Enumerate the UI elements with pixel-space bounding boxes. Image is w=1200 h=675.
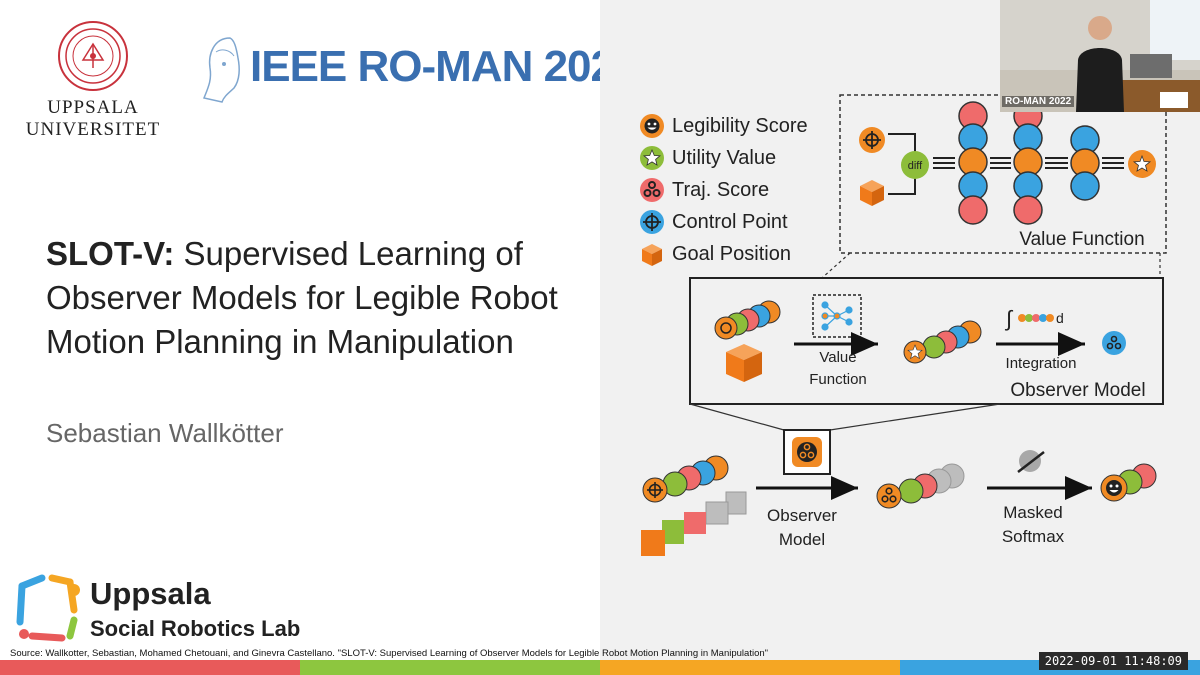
- om-utility-points: [903, 320, 982, 364]
- observer-model-box: [689, 277, 1164, 405]
- vf-output-utility: [1128, 150, 1156, 178]
- om-input-points: [714, 300, 781, 340]
- title-rest: Supervised Learning of Observer Models f…: [46, 235, 558, 360]
- neural-layer-2: [1013, 101, 1043, 225]
- university-name-line1: UPPSALA: [47, 97, 139, 118]
- observer-model-title: Observer Model: [1010, 380, 1145, 401]
- integral-suffix: d: [1056, 310, 1064, 326]
- webcam-label: RO-MAN 2022: [1002, 96, 1075, 107]
- om-value-function-line2: Function: [809, 371, 867, 388]
- diff-node: [901, 151, 929, 179]
- source-citation: Source: Wallkotter, Sebastian, Mohamed C…: [10, 648, 769, 659]
- slide-left-panel: UPPSALA UNIVERSITET IEEE RO-MAN 2022 SLO…: [12, 20, 639, 647]
- om-output-traj: [1102, 331, 1126, 355]
- vf-goal-input: [860, 180, 884, 206]
- pipeline-legibility-scores: [1100, 463, 1157, 502]
- star-icon: [640, 146, 664, 170]
- video-timestamp: 2022-09-01 11:48:09: [1038, 652, 1188, 670]
- title-bold: SLOT-V:: [46, 235, 175, 272]
- smiley-icon: [640, 114, 664, 138]
- integral-mini-points: [1018, 314, 1054, 322]
- integration-label: Integration: [1006, 355, 1077, 372]
- dense-connections: [933, 157, 1124, 169]
- author-name: Sebastian Wallkötter: [46, 418, 284, 448]
- trajectory-icon: [640, 178, 664, 202]
- vf-control-point-input: [859, 127, 885, 153]
- footer-bar-green: [300, 660, 600, 675]
- robot-face-icon: [202, 37, 240, 103]
- legend-label-control-point: Control Point: [672, 211, 788, 233]
- university-name-line2: UNIVERSITET: [25, 119, 161, 140]
- observer-label-line1: Observer: [767, 506, 837, 525]
- uppsala-seal-icon: [58, 21, 128, 91]
- om-goal-cube: [726, 344, 762, 382]
- legend-label-traj-score: Traj. Score: [672, 179, 770, 201]
- slide-title: SLOT-V: Supervised Learning of Observer …: [46, 232, 586, 364]
- lab-name-line1: Uppsala: [90, 576, 211, 611]
- crosshair-icon: [640, 210, 664, 234]
- neural-layer-1: [958, 101, 988, 225]
- lab-name-line2: Social Robotics Lab: [90, 616, 301, 641]
- pipeline-input-points: [642, 455, 729, 503]
- network-icon: [821, 301, 853, 331]
- footer-bar-red: [0, 660, 300, 675]
- ieee-roman-logo: IEEE RO-MAN 2022: [200, 32, 638, 112]
- cube-icon: [642, 244, 662, 266]
- masked-icon: [1017, 450, 1045, 473]
- uppsala-university-logo: UPPSALA UNIVERSITET: [18, 20, 168, 141]
- om-value-function-line1: Value: [819, 349, 856, 366]
- legend-label-goal-position: Goal Position: [672, 243, 791, 265]
- slot-v-diagram: diff Value Function: [641, 94, 1167, 556]
- presenter-webcam: RO-MAN 2022: [1000, 0, 1200, 112]
- footer-bar-orange: [600, 660, 900, 675]
- pipeline-traj-scores: [876, 463, 965, 509]
- legend-label-utility: Utility Value: [672, 147, 777, 169]
- pipeline-goal-cubes: [641, 491, 747, 556]
- conference-title: IEEE RO-MAN 2022: [250, 42, 638, 91]
- neural-layer-3: [1070, 125, 1100, 201]
- legend-label-legibility: Legibility Score: [672, 115, 808, 137]
- presenter-video-feed: [1000, 0, 1200, 112]
- social-robotics-lab-logo: Uppsala Social Robotics Lab: [12, 572, 312, 647]
- diff-label: diff: [908, 160, 923, 172]
- lab-logo-icon: [16, 574, 80, 642]
- observer-label-line2: Model: [779, 530, 825, 549]
- integral-symbol: ∫: [1004, 306, 1014, 331]
- masked-softmax-line1: Masked: [1003, 503, 1063, 522]
- value-function-title: Value Function: [1019, 229, 1144, 250]
- masked-softmax-line2: Softmax: [1002, 527, 1065, 546]
